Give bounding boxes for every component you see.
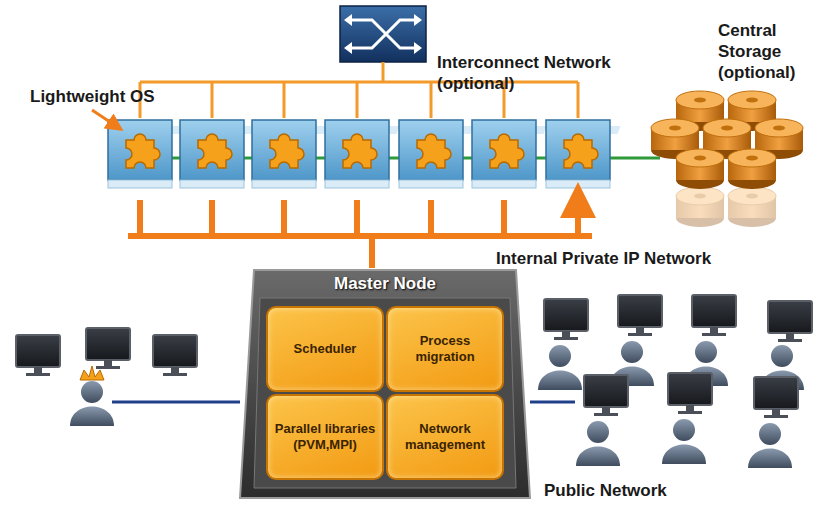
function-piece: Network management bbox=[386, 394, 504, 480]
text-holder: Scheduler bbox=[294, 341, 357, 357]
network-label: Interconnect Network (optional) bbox=[437, 52, 652, 94]
function-name: Parallel libraries (PVM,MPI) bbox=[274, 421, 376, 452]
leader-arrow bbox=[92, 110, 116, 126]
text-holder: Network management bbox=[394, 421, 496, 452]
text-holder: Parallel libraries (PVM,MPI) bbox=[274, 421, 376, 452]
admin-user bbox=[16, 328, 197, 426]
text-holder: Process migration bbox=[394, 333, 496, 364]
os-label: Lightweight OS bbox=[30, 86, 180, 107]
function-name: Process migration bbox=[394, 333, 496, 364]
function-name: Scheduler bbox=[294, 341, 357, 357]
network-label: Public Network bbox=[544, 480, 724, 501]
function-name: Network management bbox=[394, 421, 496, 452]
master-node: Master NodeScheduler Process migrationPar… bbox=[238, 268, 532, 500]
storage-label: Central Storage (optional) bbox=[718, 20, 818, 83]
function-piece: Process migration bbox=[386, 306, 504, 392]
compute-nodes bbox=[108, 120, 620, 188]
interconnect-switch bbox=[340, 6, 426, 62]
central-storage bbox=[651, 91, 803, 227]
function-piece: Scheduler bbox=[266, 306, 384, 392]
network-label: Internal Private IP Network bbox=[496, 248, 786, 269]
node-title: Master Node bbox=[238, 268, 532, 294]
function-piece: Parallel libraries (PVM,MPI) bbox=[266, 394, 384, 480]
public-users bbox=[538, 295, 812, 468]
text-holder: Master Node bbox=[238, 268, 532, 294]
